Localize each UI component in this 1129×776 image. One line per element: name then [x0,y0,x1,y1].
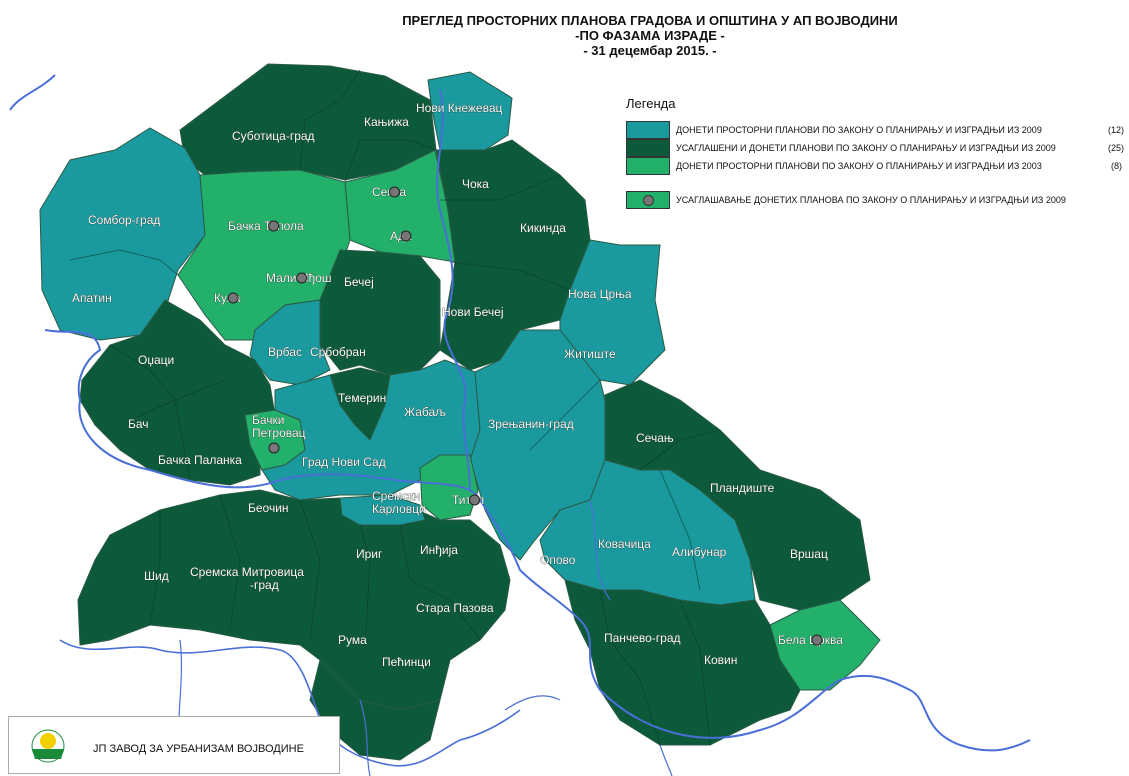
legend-count: (12) [1108,125,1125,135]
municipality-label: Зрењанин-град [488,417,574,431]
legend-item-dark-green: УСАГЛАШЕНИ И ДОНЕТИ ПЛАНОВИ ПО ЗАКОНУ О … [626,139,1056,157]
seat-dot-icon [268,220,280,232]
footer-box: ЈП ЗАВОД ЗА УРБАНИЗАМ ВОЈВОДИНЕ [8,716,340,774]
municipality-label: Пландиште [710,481,775,495]
municipality-label: Сремска Митровица [190,565,304,579]
region-sremski-karlovci [339,494,426,526]
municipality-label: Инђија [420,543,458,557]
municipality-label: Бач [128,417,149,431]
municipality-label: -град [250,578,279,592]
seat-dot-icon [389,186,400,198]
legend-item-text: ДОНЕТИ ПРОСТОРНИ ПЛАНОВИ ПО ЗАКОНУ О ПЛА… [676,125,1042,135]
river-tamis [504,499,611,711]
municipality-label: Рума [338,633,367,647]
region-pancevo-kovin [564,579,801,746]
seat-dot-icon [296,272,308,284]
municipality-label: Кањижа [364,115,409,129]
municipality-label: Бачка Паланка [158,453,242,467]
municipality-label: Бела Црква [778,633,843,647]
municipality-label: Пећинци [382,655,431,669]
internal-borders [69,69,721,746]
municipality-label: Алибунар [672,545,727,559]
legend-item-text: УСАГЛАШАВАЊЕ ДОНЕТИХ ПЛАНОВА ПО ЗАКОНУ О… [676,195,1066,205]
municipality-label: Карловци [372,502,426,516]
municipality-label: Сремски [372,489,420,503]
municipality-label: Ковин [704,653,737,667]
municipality-label: Ковачица [598,537,651,551]
footer-org-name: ЈП ЗАВОД ЗА УРБАНИЗАМ ВОЈВОДИНЕ [93,743,304,755]
municipality-label: Град Нови Сад [302,455,386,469]
legend-count: (8) [1111,161,1122,171]
municipality-label: Сомбор-град [88,213,160,227]
legend-item-harmonization: УСАГЛАШАВАЊЕ ДОНЕТИХ ПЛАНОВА ПО ЗАКОНУ О… [626,191,1066,209]
municipality-label: Нови Бечеј [442,305,504,319]
municipality-label: Нови Кнежевац [416,101,503,115]
municipality-label: Бечеј [344,275,374,289]
region-novi-knezevac [427,71,513,151]
municipality-label: Србобран [310,345,366,359]
river-danube-west [9,74,1031,752]
region-srem [77,489,511,711]
seat-dot-icon [469,494,480,506]
municipality-label: Панчево-град [604,631,681,645]
legend-swatch [626,139,670,157]
municipality-label: Нова Црња [568,287,632,301]
municipality-label: Оџаци [138,353,174,367]
municipality-label: Чока [462,177,489,191]
municipality-label: Житиште [564,347,616,361]
region-temerin [329,367,391,441]
municipality-label: Бачка Топола [228,219,304,233]
legend-swatch [626,157,670,175]
municipality-label: Жабаљ [404,405,446,419]
seat-dot-icon [811,634,823,646]
map-title-line1: ПРЕГЛЕД ПРОСТОРНИХ ПЛАНОВА ГРАДОВА И ОПШ… [402,13,898,28]
river-sava [59,639,521,767]
municipality-label: Ириг [356,547,383,561]
municipality-label: Беочин [248,501,289,515]
legend-item-text: ДОНЕТИ ПРОСТОРНИ ПЛАНОВИ ПО ЗАКОНУ О ПЛА… [676,161,1042,171]
seat-dot-icon [400,230,412,242]
municipality-label: Врбас [268,345,302,359]
municipality-label: Апатин [72,291,112,305]
municipality-label: Петровац [252,426,306,440]
municipality-label: Суботица-град [232,129,315,143]
seat-dot-icon [227,292,239,304]
legend-swatch-dot [626,191,670,209]
municipality-label: Кикинда [520,221,566,235]
legend-item-light-green: ДОНЕТИ ПРОСТОРНИ ПЛАНОВИ ПО ЗАКОНУ О ПЛА… [626,157,1042,175]
region-shapes [39,63,881,761]
municipality-label: Опово [540,553,576,567]
map-title-line3: - 31 децембар 2015. - [583,43,717,58]
legend-item-teal: ДОНЕТИ ПРОСТОРНИ ПЛАНОВИ ПО ЗАКОНУ О ПЛА… [626,121,1042,139]
institute-logo-icon [31,729,65,763]
region-srem-south [309,659,441,761]
seat-dot-icon [643,195,654,206]
legend-title: Легенда [626,96,676,111]
municipality-label: Вршац [790,547,828,561]
river-tisa [436,89,471,491]
municipality-label: Бачки [252,413,285,427]
legend-swatch [626,121,670,139]
map-title-line2: -ПО ФАЗАМА ИЗРАДЕ - [575,28,725,43]
municipality-label: Шид [144,569,169,583]
legend-count: (25) [1108,143,1125,153]
seat-dot-icon [268,442,280,454]
rivers [9,74,1031,776]
municipality-label: Стара Пазова [416,601,494,615]
municipality-label: Темерин [338,391,386,405]
municipality-labels: Нови КнежевацКањижаСуботица-градСентаЧок… [72,101,844,670]
municipality-label: Сечањ [636,431,674,445]
legend-item-text: УСАГЛАШЕНИ И ДОНЕТИ ПЛАНОВИ ПО ЗАКОНУ О … [676,143,1056,153]
